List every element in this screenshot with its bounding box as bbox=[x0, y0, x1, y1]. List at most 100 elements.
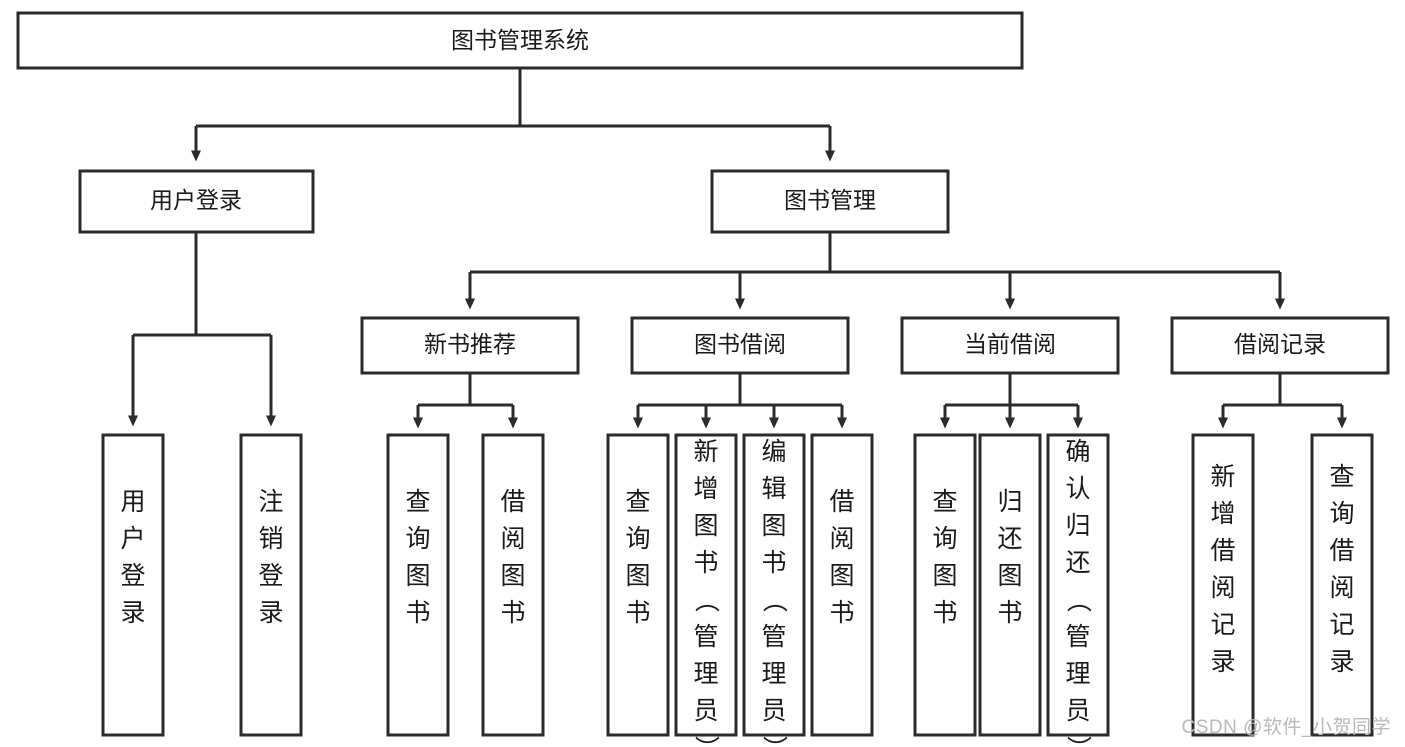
svg-text:员: 员 bbox=[693, 697, 718, 725]
svg-text:还: 还 bbox=[1065, 549, 1090, 577]
svg-text:员: 员 bbox=[1065, 697, 1090, 725]
connector-userlogin-to-leaves bbox=[128, 232, 276, 427]
svg-text:理: 理 bbox=[761, 660, 786, 688]
csdn-watermark: CSDN @软件_小贺同学 bbox=[1181, 717, 1391, 738]
node-book-management[interactable]: 图书管理 bbox=[710, 169, 950, 234]
svg-text:归: 归 bbox=[997, 488, 1022, 516]
svg-text:图: 图 bbox=[625, 562, 650, 590]
connector-borrow-to-leaves bbox=[633, 373, 847, 429]
svg-text:查: 查 bbox=[625, 488, 650, 516]
svg-text:阅: 阅 bbox=[1210, 574, 1235, 602]
svg-text:询: 询 bbox=[1329, 500, 1354, 528]
svg-text:图: 图 bbox=[829, 562, 854, 590]
node-root-label: 图书管理系统 bbox=[451, 27, 589, 53]
svg-text:书: 书 bbox=[405, 599, 430, 627]
svg-text:询: 询 bbox=[625, 525, 650, 553]
svg-text:书: 书 bbox=[761, 549, 786, 577]
svg-text:增: 增 bbox=[693, 475, 718, 503]
svg-text:注: 注 bbox=[258, 488, 283, 516]
node-book-management-label: 图书管理 bbox=[784, 187, 876, 213]
svg-text:书: 书 bbox=[500, 599, 525, 627]
node-current-borrow[interactable]: 当前借阅 bbox=[900, 316, 1120, 375]
svg-text:登: 登 bbox=[258, 562, 283, 590]
svg-text:确: 确 bbox=[1065, 438, 1090, 466]
svg-text:管: 管 bbox=[1065, 623, 1090, 651]
leaf-node[interactable]: 用户登录 bbox=[101, 433, 165, 737]
svg-text:用: 用 bbox=[120, 488, 145, 516]
svg-text:归: 归 bbox=[1065, 512, 1090, 540]
svg-text:查: 查 bbox=[1329, 463, 1354, 491]
svg-text:借: 借 bbox=[1329, 537, 1354, 565]
node-book-borrow[interactable]: 图书借阅 bbox=[630, 316, 850, 375]
svg-text:辑: 辑 bbox=[761, 475, 786, 503]
svg-text:员: 员 bbox=[761, 697, 786, 725]
svg-text:阅: 阅 bbox=[500, 525, 525, 553]
svg-text:书: 书 bbox=[693, 549, 718, 577]
svg-text:（: （ bbox=[692, 587, 720, 612]
connector-newbook-to-leaves bbox=[413, 373, 518, 429]
svg-text:阅: 阅 bbox=[1329, 574, 1354, 602]
svg-text:录: 录 bbox=[1329, 648, 1354, 676]
svg-text:管: 管 bbox=[761, 623, 786, 651]
svg-text:记: 记 bbox=[1329, 611, 1354, 639]
svg-text:图: 图 bbox=[500, 562, 525, 590]
svg-text:图: 图 bbox=[693, 512, 718, 540]
svg-text:录: 录 bbox=[120, 599, 145, 627]
connector-record-to-leaves bbox=[1218, 373, 1347, 429]
svg-text:增: 增 bbox=[1210, 500, 1235, 528]
svg-text:图: 图 bbox=[761, 512, 786, 540]
svg-text:新: 新 bbox=[693, 438, 718, 466]
svg-text:理: 理 bbox=[1065, 660, 1090, 688]
svg-text:书: 书 bbox=[625, 599, 650, 627]
svg-text:）: ） bbox=[760, 735, 788, 747]
node-user-login[interactable]: 用户登录 bbox=[78, 169, 315, 234]
svg-text:书: 书 bbox=[829, 599, 854, 627]
svg-text:销: 销 bbox=[258, 525, 283, 553]
node-root[interactable]: 图书管理系统 bbox=[16, 11, 1024, 70]
svg-text:图: 图 bbox=[932, 562, 957, 590]
node-borrow-record[interactable]: 借阅记录 bbox=[1170, 316, 1390, 375]
svg-text:新: 新 bbox=[1210, 463, 1235, 491]
svg-text:询: 询 bbox=[932, 525, 957, 553]
svg-text:借: 借 bbox=[500, 488, 525, 516]
connector-root-to-level2 bbox=[191, 68, 835, 162]
svg-text:认: 认 bbox=[1065, 475, 1090, 503]
leaf-label-vertical: 用户登录 bbox=[120, 488, 145, 627]
svg-text:编: 编 bbox=[761, 438, 786, 466]
svg-text:查: 查 bbox=[932, 488, 957, 516]
svg-text:记: 记 bbox=[1210, 611, 1235, 639]
svg-text:借: 借 bbox=[1210, 537, 1235, 565]
svg-text:管: 管 bbox=[693, 623, 718, 651]
node-new-book-recommend[interactable]: 新书推荐 bbox=[360, 316, 580, 375]
svg-text:书: 书 bbox=[997, 599, 1022, 627]
svg-text:（: （ bbox=[1064, 587, 1092, 612]
node-current-borrow-label: 当前借阅 bbox=[964, 331, 1056, 357]
connector-current-to-leaves bbox=[940, 373, 1083, 429]
svg-text:录: 录 bbox=[258, 599, 283, 627]
svg-text:（: （ bbox=[760, 587, 788, 612]
svg-text:户: 户 bbox=[120, 525, 145, 553]
